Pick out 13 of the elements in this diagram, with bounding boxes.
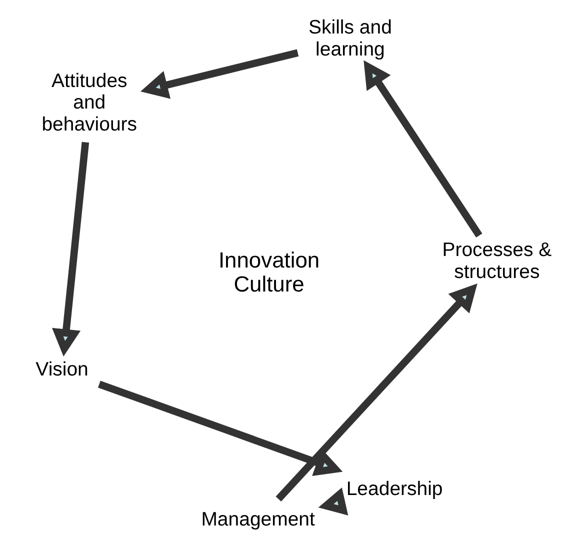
arrow	[97, 380, 342, 476]
arrow	[275, 284, 477, 502]
arrow	[52, 142, 89, 357]
node-text: Vision	[35, 358, 88, 380]
label: Innovation Culture	[218, 247, 320, 297]
node-text: Skills and learning	[308, 16, 392, 60]
arrow	[318, 487, 348, 516]
node-text: Leadership	[346, 478, 442, 500]
arrow	[140, 49, 298, 99]
arrow	[363, 60, 482, 238]
node-text: Attitudes and behaviours	[41, 70, 137, 136]
node-text: Processes & structures	[442, 238, 552, 283]
node-text: Management	[200, 508, 314, 531]
